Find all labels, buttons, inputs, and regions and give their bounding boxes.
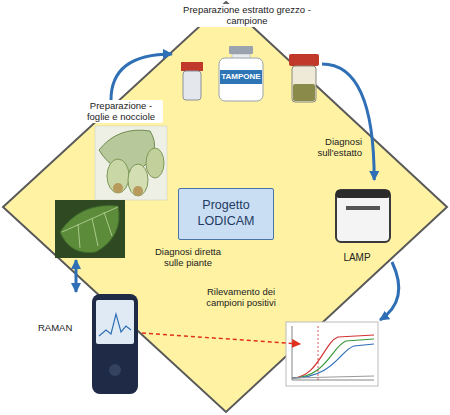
diamond-ground [3, 2, 447, 412]
annotation-box: Rilevamento dei campioni positivi [198, 286, 284, 310]
vial-icon [181, 62, 203, 71]
raman-device [96, 300, 134, 344]
extract-tube-icon [289, 54, 319, 66]
vial-icon [183, 71, 201, 100]
amplification-chart [292, 335, 374, 378]
amplification-chart [292, 339, 374, 378]
extract-tube-icon [293, 84, 315, 101]
node-label: Progetto LODICAM [183, 198, 269, 229]
sample-prep-group: Preparazione estratto grezzo - campioneT… [172, 4, 322, 104]
node-label: Preparazione estratto grezzo - campione [175, 4, 319, 27]
flow-arrow [322, 64, 374, 180]
edge-label: Diagnosi diretta sulle piante [150, 246, 226, 269]
vial-icon [181, 62, 203, 100]
flow-arrow [75, 260, 78, 292]
raman-device: RAMAN [36, 292, 144, 400]
nut-photo [133, 186, 143, 196]
edge-label-box: Diagnosi diretta sulle piante [150, 246, 226, 270]
lamp-device [336, 190, 390, 242]
raman-device [109, 364, 121, 376]
node-label: LAMP [343, 252, 370, 264]
amplification-chart [318, 326, 319, 380]
lamp-device [336, 190, 390, 242]
nut-photo [107, 159, 129, 193]
node-label: Preparazione - foglie e nocciole [79, 100, 163, 123]
lamp-to-chart-arrow [380, 262, 399, 320]
extract-tube-icon [292, 66, 316, 102]
lamp-to-chart-arrow [380, 262, 399, 320]
detection-leader [142, 333, 300, 344]
node-label: TAMPONE [221, 71, 260, 102]
amplification-chart [286, 322, 378, 386]
amplification-chart [292, 326, 374, 380]
lamp-device [346, 206, 380, 210]
amplification-chart [292, 376, 374, 378]
leaf-photo [55, 200, 125, 258]
nut-photo [95, 126, 167, 200]
detection-leader [142, 333, 300, 344]
amplification-chart [292, 344, 374, 378]
buffer-bottle-shape [229, 46, 253, 54]
annotation: Rilevamento dei campioni positivi [198, 286, 284, 309]
buffer-bottle-shape [219, 58, 263, 101]
node-label: RAMAN [38, 322, 72, 333]
nut-photo [146, 148, 164, 178]
amplification-chart [286, 322, 378, 386]
nut-photo [95, 126, 167, 200]
raman-device [92, 294, 138, 394]
lamp-device: LAMP [328, 180, 394, 264]
buffer-bottle: TAMPONE [215, 46, 267, 102]
leaf-photo [60, 206, 119, 253]
leaf-photo [55, 200, 125, 258]
raman-device [92, 294, 138, 394]
extract-tube-icon [289, 54, 319, 102]
edge-label-box: Diagnosi sull'estatto [300, 136, 364, 160]
project-box: Progetto LODICAM [178, 188, 274, 240]
leaf-photo [62, 207, 118, 248]
nut-photo [128, 164, 148, 196]
lamp-device [336, 190, 390, 198]
edge-label: Diagnosi sull'estatto [300, 136, 364, 159]
diamond-ground [3, 2, 447, 412]
nut-photo [113, 183, 123, 193]
raman-device [99, 314, 131, 336]
flow-arrow [111, 54, 172, 100]
leaves-nuts-group: Preparazione - foglie e nocciole [52, 100, 170, 260]
